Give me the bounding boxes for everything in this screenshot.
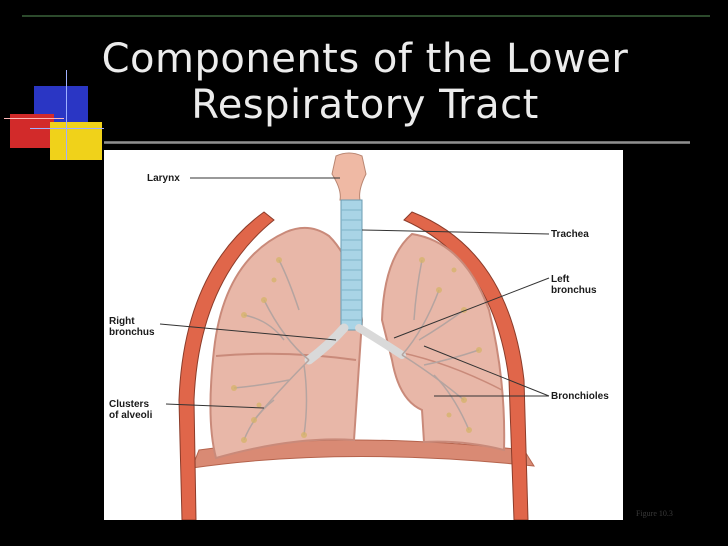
- left-lung: [380, 232, 506, 452]
- label-right-bronchus-line-1: Right: [109, 316, 135, 327]
- figure-number: Figure 10.3: [636, 509, 673, 518]
- label-trachea: Trachea: [551, 229, 589, 240]
- alveoli-clusters: [231, 257, 482, 443]
- left-bronchus: [355, 324, 406, 359]
- decor-vertical-line: [66, 70, 67, 160]
- pleura-right: [178, 211, 275, 520]
- label-left-bronchus-line-2: bronchus: [551, 285, 597, 296]
- larynx: [331, 152, 367, 201]
- label-clusters-line-2: of alveoli: [109, 410, 153, 421]
- decor-red-line: [4, 118, 64, 119]
- decor-red-square: [10, 114, 54, 148]
- label-larynx: Larynx: [147, 173, 180, 184]
- decor-horizontal-line: [30, 128, 104, 129]
- respiratory-diagram: Larynx Trachea Left bronchus Right bronc…: [104, 150, 623, 520]
- right-fissure: [215, 352, 357, 361]
- label-right-bronchus: Right bronchus: [109, 316, 155, 338]
- trachea: [340, 199, 363, 331]
- left-bronchioles: [401, 259, 480, 431]
- label-left-bronchus-line-1: Left: [551, 274, 570, 285]
- top-rule: [22, 15, 710, 17]
- label-bronchioles: Bronchioles: [551, 391, 609, 402]
- right-bronchus: [304, 323, 349, 365]
- label-left-bronchus: Left bronchus: [551, 274, 597, 296]
- label-right-bronchus-line-2: bronchus: [109, 327, 155, 338]
- label-clusters-of-alveoli: Clusters of alveoli: [109, 399, 152, 421]
- title-divider: [104, 141, 690, 144]
- slide-title-line-2: Respiratory Tract: [191, 82, 539, 128]
- leader-lines: [159, 177, 550, 409]
- slide-title-line-1: Components of the Lower: [101, 36, 629, 82]
- label-clusters-line-1: Clusters: [109, 399, 150, 410]
- lungs-illustration: [159, 152, 550, 520]
- right-lung: [209, 226, 364, 460]
- slide-title: Components of the Lower Respiratory Trac…: [100, 36, 630, 128]
